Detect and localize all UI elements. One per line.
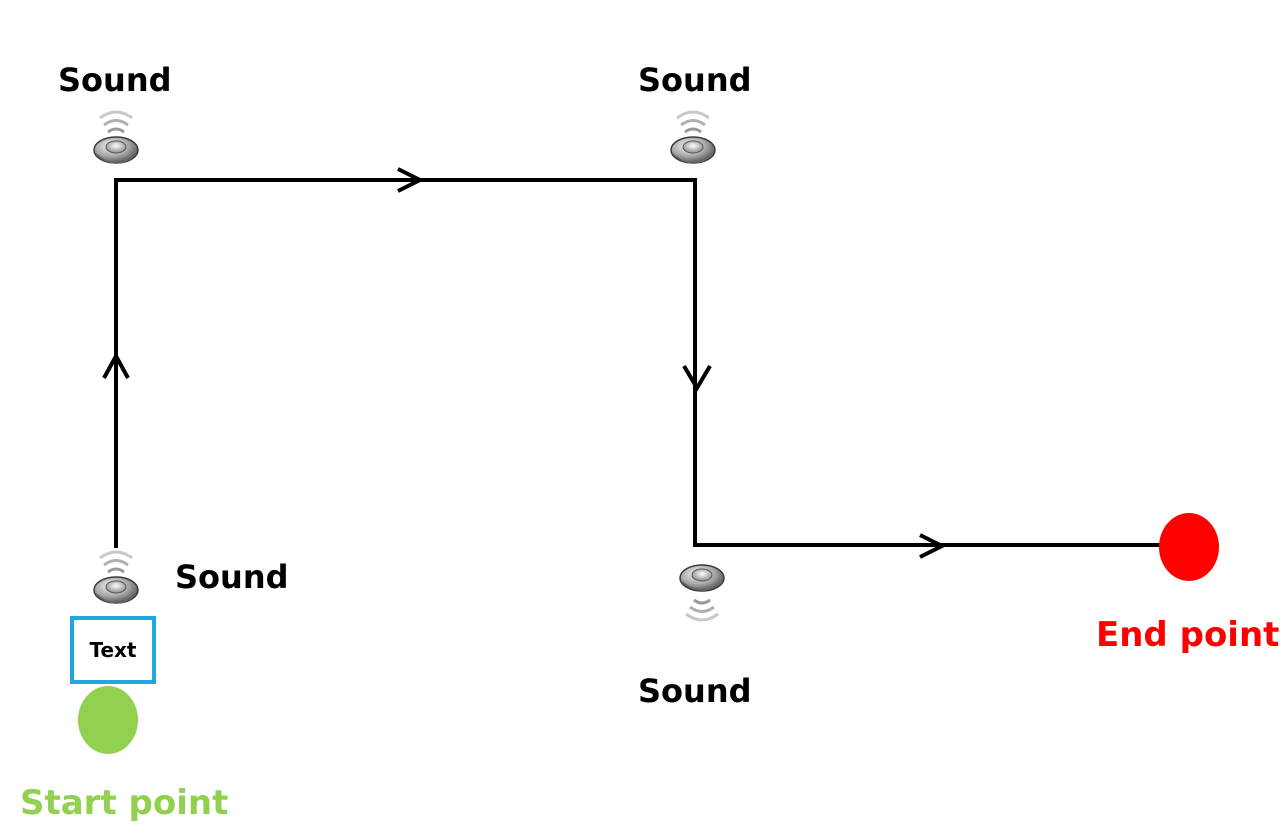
sound-label-bottom-left: Sound bbox=[175, 558, 289, 596]
end-point-label: End point bbox=[1096, 615, 1280, 655]
speaker-icon bbox=[678, 563, 726, 622]
speaker-icon bbox=[669, 110, 717, 165]
text-box: Text bbox=[70, 616, 156, 684]
sound-label-top-right: Sound bbox=[638, 61, 752, 99]
speaker-icon bbox=[92, 550, 140, 605]
arrow-down-icon bbox=[682, 364, 712, 392]
end-point-marker bbox=[1159, 513, 1219, 581]
sound-label-top-left: Sound bbox=[58, 61, 172, 99]
text-box-label: Text bbox=[89, 638, 137, 662]
sound-label-bottom-right: Sound bbox=[638, 672, 752, 710]
speaker-icon bbox=[92, 110, 140, 165]
start-point-label: Start point bbox=[20, 783, 229, 823]
arrow-right-icon bbox=[397, 167, 425, 193]
start-point-marker bbox=[78, 686, 138, 754]
arrow-right-icon bbox=[919, 533, 947, 559]
arrow-up-icon bbox=[102, 351, 130, 379]
